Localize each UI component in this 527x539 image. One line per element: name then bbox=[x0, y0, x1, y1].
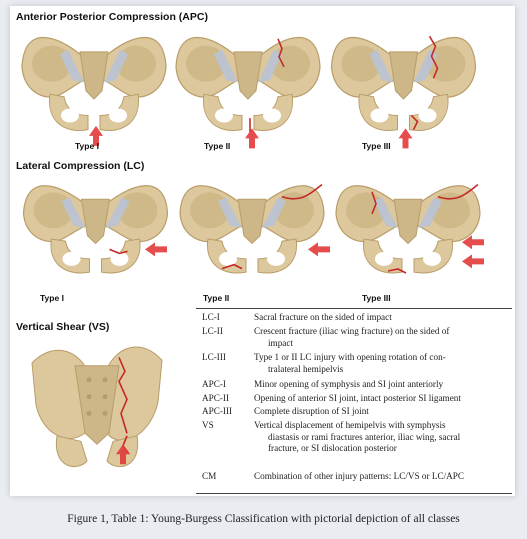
pelvis-bone-shape bbox=[22, 37, 166, 130]
right-obturator-foramen bbox=[423, 252, 441, 266]
apc-type-2-pelvis-illustration bbox=[172, 26, 324, 154]
sacrum bbox=[390, 52, 418, 99]
sacral-foramen bbox=[87, 411, 92, 416]
sacrum bbox=[80, 52, 108, 99]
impact-arrow-icon bbox=[462, 254, 484, 268]
impact-arrow-icon bbox=[399, 128, 413, 148]
row-description: Sacral fracture on the sided of impact bbox=[254, 312, 508, 324]
lc-section-title: Lateral Compression (LC) bbox=[16, 160, 144, 172]
row-code: LC-I bbox=[202, 312, 220, 324]
apc-type-2-label: Type II bbox=[204, 141, 230, 151]
sacrum bbox=[234, 52, 262, 99]
row-description: Opening of anterior SI joint, intact pos… bbox=[254, 393, 508, 405]
vs-section-title: Vertical Shear (VS) bbox=[16, 321, 109, 333]
pelvis-bone-shape bbox=[332, 37, 476, 130]
vs-pelvis-illustration bbox=[22, 335, 172, 475]
pelvis-bone-shape bbox=[336, 186, 480, 273]
row-code: APC-I bbox=[202, 379, 226, 391]
apc-type-1-label: Type I bbox=[75, 141, 99, 151]
row-description: Crescent fracture (iliac wing fracture) … bbox=[254, 326, 508, 349]
impact-arrow-icon bbox=[145, 242, 167, 256]
apc-type-1-pelvis-illustration bbox=[18, 26, 170, 154]
classification-table: LC-I Sacral fracture on the sided of imp… bbox=[196, 308, 512, 494]
apc-type-3-label: Type III bbox=[362, 141, 391, 151]
row-code: LC-II bbox=[202, 326, 223, 338]
row-code: LC-III bbox=[202, 352, 226, 364]
figure-caption: Figure 1, Table 1: Young-Burgess Classif… bbox=[0, 513, 527, 525]
lc-type-2-pelvis-illustration bbox=[172, 175, 332, 295]
lc-type-3-label: Type III bbox=[362, 293, 391, 303]
sacral-foramen bbox=[103, 377, 108, 382]
left-ilium bbox=[32, 350, 87, 438]
row-code: VS bbox=[202, 420, 214, 432]
apc-type-3-pelvis-illustration bbox=[326, 26, 481, 154]
row-description: Type 1 or II LC injury with opening rota… bbox=[254, 352, 508, 375]
apc-section-title: Anterior Posterior Compression (APC) bbox=[16, 11, 208, 23]
row-code: APC-II bbox=[202, 393, 229, 405]
lc-type-3-pelvis-illustration bbox=[328, 175, 488, 295]
right-obturator-foramen bbox=[419, 108, 437, 122]
sacral-foramen bbox=[103, 411, 108, 416]
pelvis-bone-shape bbox=[180, 186, 324, 273]
sacrum bbox=[238, 199, 266, 243]
impact-arrow-icon bbox=[245, 128, 259, 148]
pelvis-bone-shape bbox=[176, 37, 320, 130]
row-description: Minor opening of symphysis and SI joint … bbox=[254, 379, 508, 391]
row-code: CM bbox=[202, 471, 216, 483]
sacral-foramen bbox=[103, 394, 108, 399]
right-obturator-foramen bbox=[109, 108, 127, 122]
pelvis-bone-shape bbox=[32, 347, 162, 467]
sacral-foramen bbox=[87, 377, 92, 382]
sacrum bbox=[394, 199, 422, 243]
row-description: Combination of other injury patterns: LC… bbox=[254, 471, 508, 483]
lc-type-1-pelvis-illustration bbox=[18, 175, 173, 295]
impact-arrow-icon bbox=[308, 242, 330, 256]
pelvis-bone-shape bbox=[24, 186, 168, 273]
left-obturator-foramen bbox=[375, 252, 393, 266]
left-obturator-foramen bbox=[219, 252, 237, 266]
sacral-foramen bbox=[87, 394, 92, 399]
left-obturator-foramen bbox=[215, 108, 233, 122]
left-obturator-foramen bbox=[61, 108, 79, 122]
sacrum bbox=[82, 199, 110, 243]
row-description: Complete disruption of SI joint bbox=[254, 406, 508, 418]
left-ischium bbox=[56, 436, 87, 467]
row-description: Vertical displacement of hemipelvis with… bbox=[254, 420, 508, 455]
right-obturator-foramen bbox=[263, 108, 281, 122]
right-obturator-foramen bbox=[267, 252, 285, 266]
lc-type-2-label: Type II bbox=[203, 293, 229, 303]
row-code: APC-III bbox=[202, 406, 232, 418]
left-obturator-foramen bbox=[63, 252, 81, 266]
left-obturator-foramen bbox=[371, 108, 389, 122]
lc-type-1-label: Type I bbox=[40, 293, 64, 303]
